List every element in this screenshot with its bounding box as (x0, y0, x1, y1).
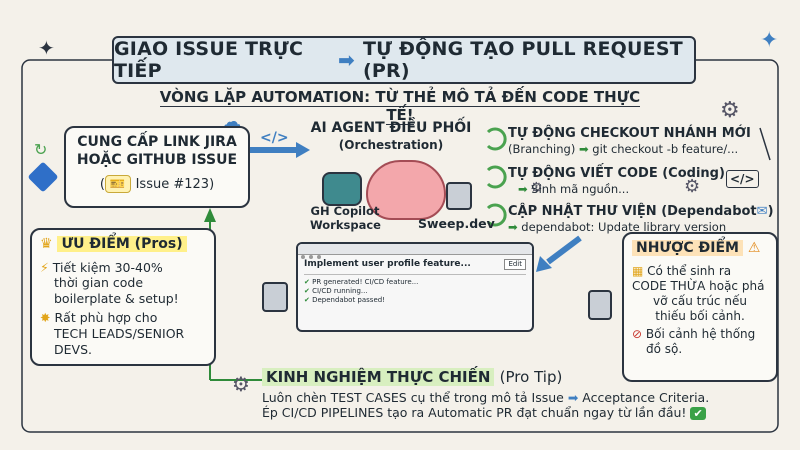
check-icon: ✔ (304, 278, 310, 287)
status-line: ✔ Dependabot passed! (304, 295, 386, 304)
barrier-icon: ▦ (632, 263, 644, 278)
sparkle-icon: ✦ (760, 28, 779, 53)
cons-title: NHƯỢC ĐIỂM (632, 240, 743, 256)
tool-left: GH Copilot Workspace (310, 204, 381, 233)
ticket-icon: 🎫 (104, 175, 131, 193)
title-banner: GIAO ISSUE TRỰC TIẾP ➡ TỰ ĐỘNG TẠO PULL … (112, 36, 696, 84)
pro-tip: KINH NGHIỆM THỰC CHIẾN (Pro Tip) Luôn ch… (262, 368, 782, 421)
cons-item2-line: đồ sộ. (646, 341, 683, 356)
cons-item1-line: thiếu bối cảnh. (655, 308, 745, 323)
pros-item1-line: Tiết kiệm 30-40% (52, 259, 163, 275)
pros-item2-line: DEVS. (54, 341, 92, 357)
sparkle-icon: ✦ (38, 36, 55, 60)
tip-title: KINH NGHIỆM THỰC CHIẾN (262, 368, 495, 386)
status-line: ✔ CI/CD running... (304, 287, 368, 295)
tip-title-suffix: (Pro Tip) (499, 368, 563, 386)
agent-title: AI AGENT ĐIỀU PHỐI (310, 120, 472, 136)
gear-icon: ⚙ (720, 98, 740, 123)
tip-line1-b: Acceptance Criteria. (582, 389, 710, 405)
step-3: CẬP NHẬT THƯ VIỆN (Dependabot✉) ➡ depend… (508, 204, 774, 235)
right-arrow-icon: ➡ (338, 48, 355, 72)
cons-item1-line: vỡ cấu trúc nếu (653, 293, 747, 308)
mail-icon: ✉ (756, 204, 768, 219)
check-icon: ✔ (304, 287, 310, 295)
tool-right: Sweep.dev (418, 216, 495, 231)
step-1-detail: git checkout -b feature/... (592, 142, 739, 157)
no-icon: ⊘ (632, 326, 643, 341)
step-1-title: TỰ ĐỘNG CHECKOUT NHÁNH MỚI (508, 126, 751, 141)
tool-left-line1: GH Copilot (310, 204, 380, 218)
input-box: CUNG CẤP LINK JIRA HOẶC GITHUB ISSUE (🎫 … (64, 126, 250, 208)
robot-icon (262, 282, 288, 312)
step-2: TỰ ĐỘNG VIẾT CODE (Coding) ➡ Sinh mã ngu… (508, 166, 728, 197)
pros-item2-line: Rất phù hợp cho (54, 310, 158, 326)
step-2-detail: Sinh mã nguồn... (531, 182, 630, 197)
pros-title: ƯU ĐIỂM (Pros) (57, 236, 187, 252)
tip-line1: Luôn chèn TEST CASES cụ thể trong mô tả … (262, 389, 564, 405)
status-line: ✔ PR generated! CI/CD feature... (304, 278, 419, 287)
arrow-icon: ➡ (567, 389, 579, 405)
input-line1: CUNG CẤP LINK JIRA (77, 134, 237, 150)
pros-item1-line: boilerplate & setup! (54, 290, 179, 306)
step-2-title: TỰ ĐỘNG VIẾT CODE (Coding) (508, 166, 725, 181)
refresh-icon: ↻ (34, 140, 48, 159)
robot-icon (588, 290, 612, 320)
gear-icon: ⚙ (530, 180, 543, 196)
arrow-icon: ➡ (518, 182, 528, 197)
title-right: TỰ ĐỘNG TẠO PULL REQUEST (PR) (363, 38, 683, 82)
issue-badge: Issue #123 (135, 177, 210, 192)
pros-item1-line: thời gian code (54, 275, 144, 291)
robot-icon (322, 172, 362, 206)
cons-item1-line: CODE THỪA hoặc phá (632, 278, 765, 293)
code-icon: </> (260, 130, 289, 146)
cons-item2-line: Bối cảnh hệ thống (645, 326, 756, 341)
step-3-title: CẬP NHẬT THƯ VIỆN (Dependabot (508, 204, 757, 219)
step-3-detail: dependabot: Update library version (521, 220, 727, 235)
subtitle-text: VÒNG LẶP AUTOMATION: TỪ THẺ MÔ TẢ ĐẾN CO… (159, 88, 641, 125)
step-1: TỰ ĐỘNG CHECKOUT NHÁNH MỚI (Branching) ➡… (508, 126, 768, 157)
robot-icon (446, 182, 472, 210)
edit-button[interactable]: Edit (504, 259, 526, 270)
warning-icon: ⚠ (747, 240, 761, 256)
browser-window: Implement user profile feature... Edit ✔… (296, 242, 534, 332)
cons-box: NHƯỢC ĐIỂM ⚠ ▦ Có thể sinh ra CODE THỪA … (622, 232, 778, 382)
check-icon: ✔ (304, 295, 310, 304)
title-left: GIAO ISSUE TRỰC TIẾP (114, 38, 304, 82)
crown-icon: ♛ (40, 236, 53, 252)
pros-box: ♛ ƯU ĐIỂM (Pros) ⚡ Tiết kiệm 30-40% thời… (30, 228, 216, 366)
brain-icon (366, 160, 446, 220)
arrow-icon: ➡ (508, 220, 518, 235)
browser-heading: Implement user profile feature... (304, 259, 471, 269)
sparkle-icon: ✸ (40, 310, 51, 326)
pros-item2-line: TECH LEADS/SENIOR (54, 326, 185, 341)
browser-titlebar (298, 244, 532, 259)
gear-icon: ⚙ (684, 176, 701, 197)
cons-item1-line: Có thể sinh ra (647, 263, 732, 278)
arrow-icon: ➡ (578, 142, 589, 157)
check-icon: ✔ (690, 407, 706, 421)
code-icon: </> (726, 170, 759, 188)
gear-icon: ⚙ (232, 372, 250, 396)
tool-left-line2: Workspace (310, 218, 381, 233)
agent-block: AI AGENT ĐIỀU PHỐI (Orchestration) (306, 120, 476, 153)
agent-subtitle: (Orchestration) (338, 137, 444, 152)
subtitle: VÒNG LẶP AUTOMATION: TỪ THẺ MÔ TẢ ĐẾN CO… (150, 88, 650, 125)
lightning-icon: ⚡ (40, 259, 49, 275)
step-1-prefix: (Branching) (508, 142, 576, 157)
tip-line2: Ép CI/CD PIPELINES tạo ra Automatic PR đ… (262, 405, 687, 421)
input-line2: HOẶC GITHUB ISSUE (76, 151, 238, 168)
